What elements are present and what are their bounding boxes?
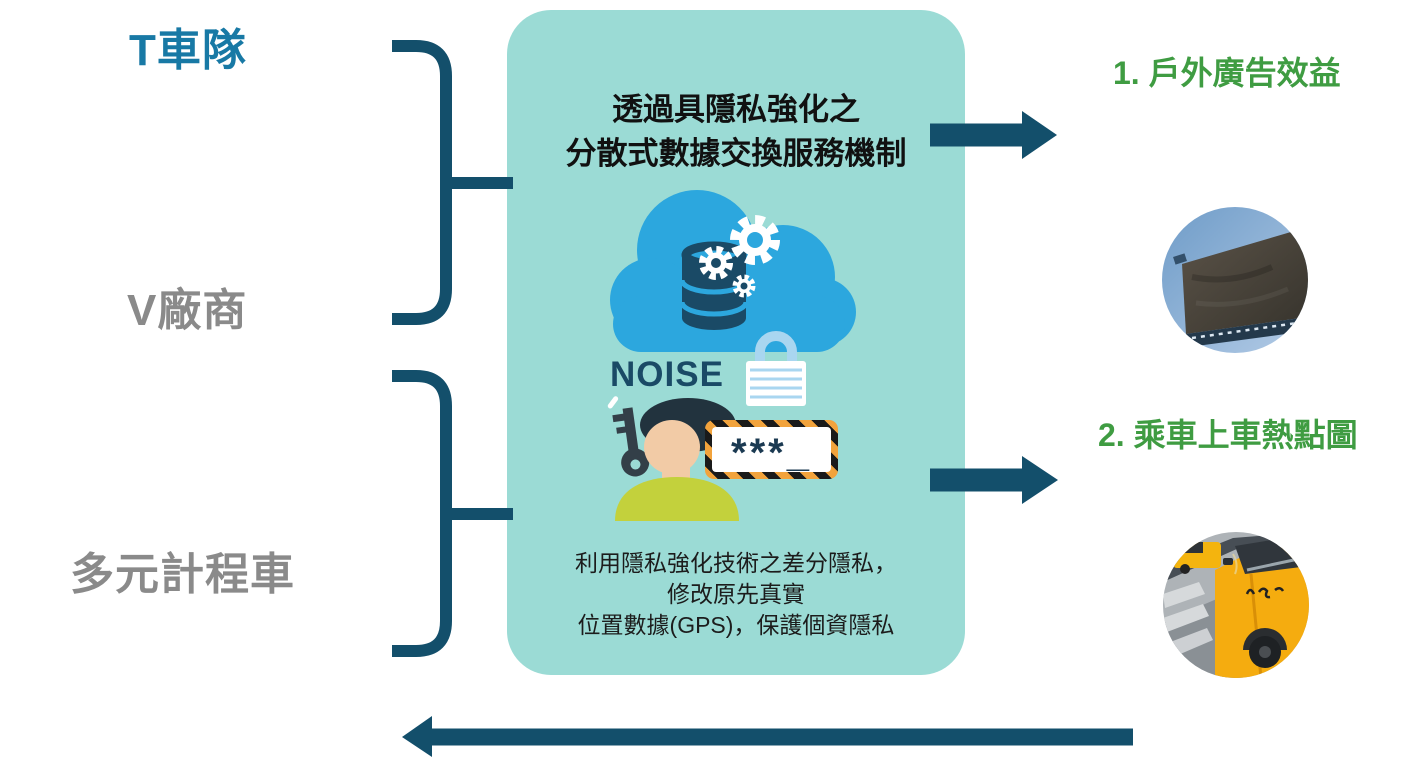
feedback-arrow bbox=[402, 716, 1133, 757]
panel-description: 利用隱私強化技術之差分隱私， 修改原先真實 位置數據(GPS)，保護個資隱私 bbox=[510, 548, 962, 641]
panel-title-line2: 分散式數據交換服務機制 bbox=[565, 136, 907, 171]
panel-desc-line3: 位置數據(GPS)，保護個資隱私 bbox=[577, 612, 895, 638]
bracket-top-sources bbox=[392, 40, 513, 325]
taxi-photo bbox=[1163, 532, 1309, 678]
panel-title-line1: 透過具隱私強化之 bbox=[612, 92, 860, 127]
output-1-label: 1. 戶外廣告效益 bbox=[1113, 55, 1341, 91]
password-text: ***_ bbox=[731, 431, 812, 475]
panel-desc-line2: 修改原先真實 bbox=[667, 581, 805, 607]
noise-label: NOISE bbox=[610, 355, 724, 394]
password-box: ***_ bbox=[705, 420, 838, 479]
panel-desc-line1: 利用隱私強化技術之差分隱私， bbox=[575, 550, 897, 576]
label-v-vendor: V廠商 bbox=[127, 286, 248, 335]
billboard-photo bbox=[1162, 207, 1308, 353]
bracket-bottom-source bbox=[392, 370, 513, 657]
label-t-fleet: T車隊 bbox=[129, 26, 247, 75]
label-multi-taxi: 多元計程車 bbox=[70, 550, 295, 599]
password-field: ***_ bbox=[712, 427, 831, 475]
output-2-label: 2. 乘車上車熱點圖 bbox=[1098, 417, 1358, 453]
billboard-illustration bbox=[1162, 207, 1308, 353]
panel-title: 透過具隱私強化之 分散式數據交換服務機制 bbox=[507, 88, 965, 176]
taxi-illustration bbox=[1163, 532, 1309, 678]
